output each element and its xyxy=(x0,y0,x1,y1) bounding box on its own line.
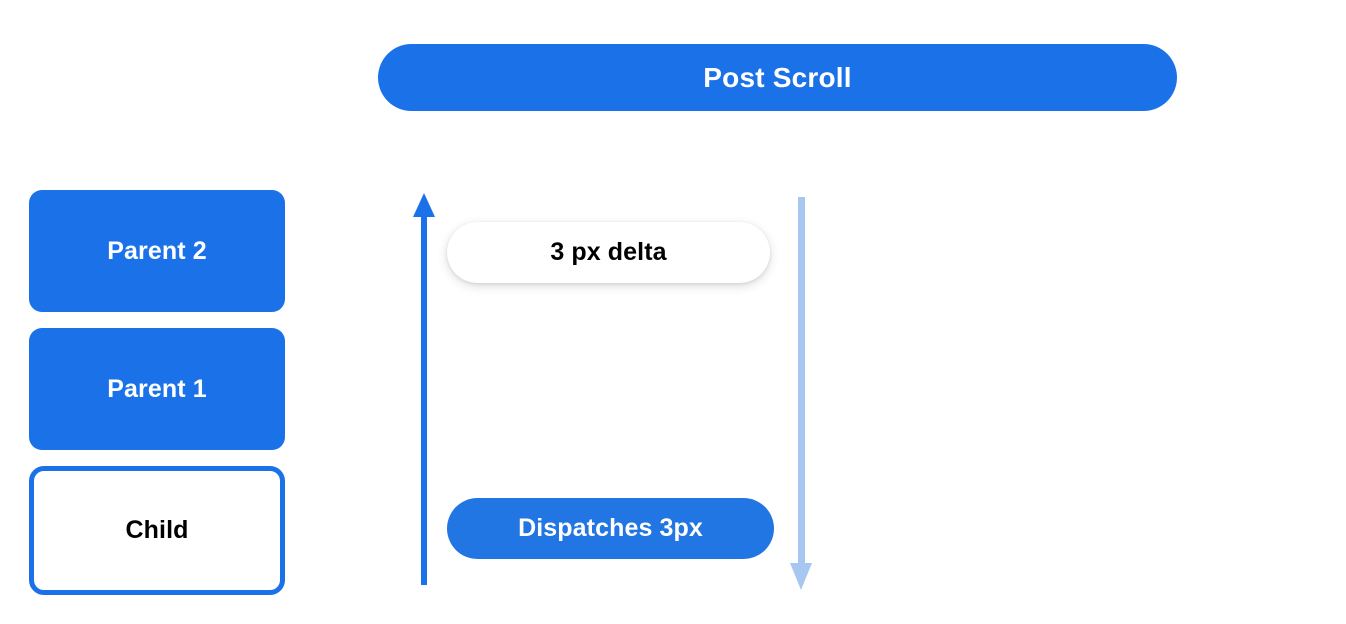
stack-gap-1 xyxy=(29,312,285,328)
node-parent-1: Parent 1 xyxy=(29,328,285,450)
node-stack: Parent 2 Parent 1 Child xyxy=(29,190,285,595)
node-parent-2-label: Parent 2 xyxy=(107,236,207,265)
node-parent-2: Parent 2 xyxy=(29,190,285,312)
delta-pill-label: 3 px delta xyxy=(550,238,667,266)
dispatch-pill: Dispatches 3px xyxy=(447,498,774,559)
node-parent-1-label: Parent 1 xyxy=(107,374,207,403)
delta-pill: 3 px delta xyxy=(447,222,770,283)
downward-arrow-shaft xyxy=(798,197,805,564)
downward-arrow-icon xyxy=(790,197,814,591)
dispatch-pill-label: Dispatches 3px xyxy=(518,514,703,542)
stack-gap-2 xyxy=(29,450,285,466)
upward-arrow-shaft xyxy=(421,215,427,585)
upward-arrow-icon xyxy=(412,193,436,585)
node-child-label: Child xyxy=(125,516,189,544)
post-scroll-banner-label: Post Scroll xyxy=(703,61,852,93)
node-child: Child xyxy=(29,466,285,595)
post-scroll-banner: Post Scroll xyxy=(378,44,1177,111)
upward-arrow-head xyxy=(413,193,435,217)
downward-arrow-head xyxy=(790,563,812,590)
